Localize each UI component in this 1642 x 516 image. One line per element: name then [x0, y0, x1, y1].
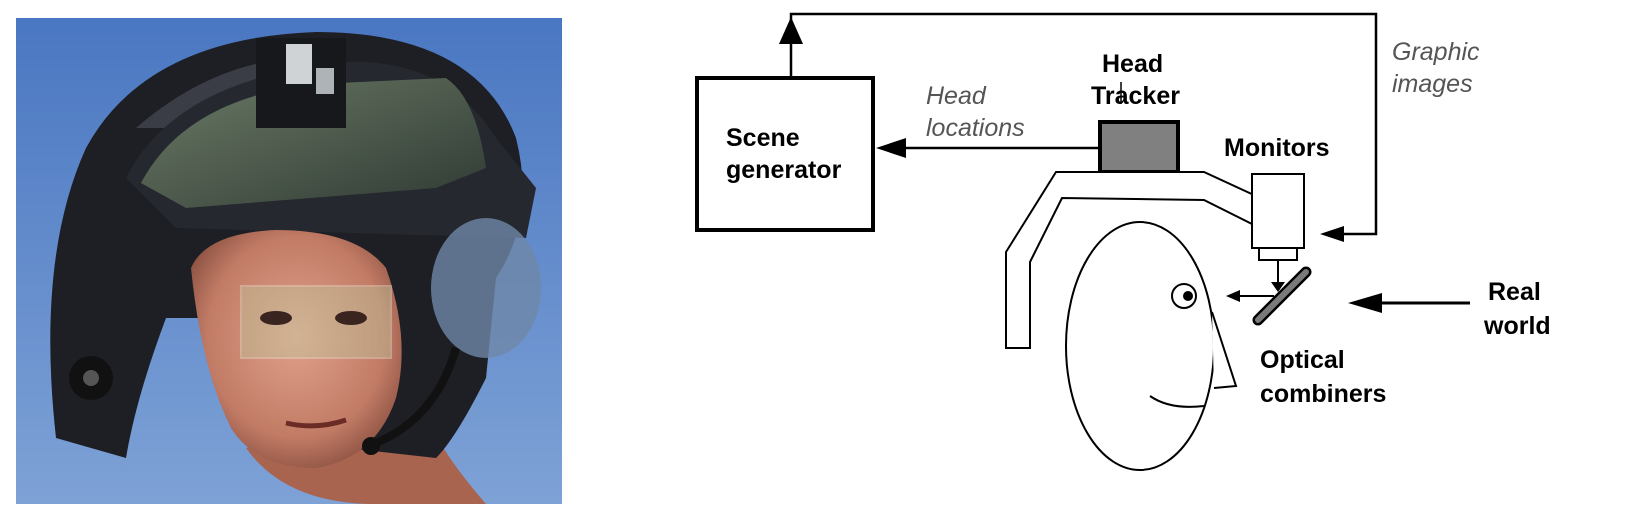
- monitors-label: Monitors: [1224, 134, 1330, 162]
- head-tracker-label-line1: Head: [1102, 50, 1163, 78]
- user-head: [1065, 221, 1215, 471]
- optical-combiner-fill: [1255, 269, 1309, 323]
- optical-combiners-label-line2: combiners: [1260, 380, 1386, 408]
- head-locations-label-line2: locations: [926, 114, 1025, 142]
- monitor-neck: [1258, 247, 1298, 261]
- optical-combiners-label-line1: Optical: [1260, 346, 1345, 374]
- graphic-images-label-line2: images: [1392, 70, 1473, 98]
- real-world-arrowhead: [1348, 293, 1382, 313]
- hmd-helmet-photo: [16, 18, 562, 504]
- photo-microphone-boom: [374, 346, 460, 447]
- head-locations-label-line1: Head: [926, 82, 987, 110]
- user-mouth: [1149, 395, 1205, 408]
- user-nose: [1211, 311, 1238, 389]
- head-tracker-label-line2: Tracker: [1091, 82, 1180, 110]
- monitor-optical-arrowhead: [1271, 282, 1285, 292]
- user-pupil: [1183, 291, 1193, 301]
- scene-generator-label-line2: generator: [726, 156, 842, 184]
- scene-generator-box: [695, 76, 875, 232]
- head-locations-arrowhead: [876, 138, 906, 158]
- graphic-images-label-line1: Graphic: [1392, 38, 1480, 66]
- real-world-label-line1: Real: [1488, 278, 1541, 306]
- photo-side-combiner: [431, 218, 541, 358]
- photo-visor: [141, 78, 486, 208]
- real-world-label-line2: world: [1483, 312, 1551, 340]
- scene-generator-label-line1: Scene: [726, 124, 800, 152]
- photo-face: [191, 230, 402, 468]
- scene-generator-up-arrowhead: [779, 17, 803, 44]
- monitors-input-arrowhead: [1320, 226, 1344, 242]
- monitor-body: [1251, 173, 1305, 249]
- head-tracker-box: [1098, 120, 1180, 174]
- combined-image-arrowhead: [1226, 290, 1240, 302]
